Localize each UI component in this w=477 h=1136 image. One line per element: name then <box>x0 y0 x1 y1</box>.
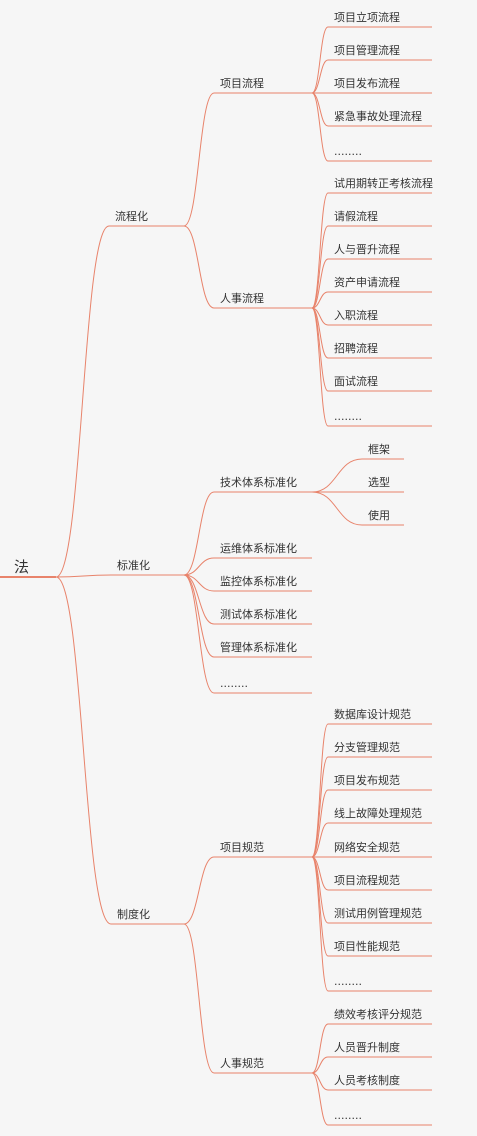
node-0-1-0[interactable]: 试用期转正考核流程 <box>334 177 433 190</box>
node-2-0[interactable]: 项目规范 <box>220 841 264 854</box>
node-0-1-3[interactable]: 资产申请流程 <box>334 276 400 289</box>
node-0-1-4[interactable]: 入职流程 <box>334 309 378 322</box>
edge-2-1-1 <box>311 1056 329 1074</box>
edge-2-0 <box>183 856 215 925</box>
edge-2-1-3 <box>311 1072 329 1126</box>
edge-2 <box>55 576 112 925</box>
edge-1 <box>55 574 112 578</box>
node-1-3[interactable]: 测试体系标准化 <box>220 608 297 621</box>
edge-2-1-0 <box>311 1023 329 1074</box>
node-0-0[interactable]: 项目流程 <box>220 77 264 90</box>
node-0-1-5[interactable]: 招聘流程 <box>334 342 378 355</box>
edge-0-1-3 <box>311 291 329 309</box>
edge-0-1 <box>183 225 215 309</box>
edge-1-4 <box>183 574 215 658</box>
edge-2-0-6 <box>311 856 329 924</box>
node-0-1-6[interactable]: 面试流程 <box>334 375 378 388</box>
root-node[interactable]: 法 <box>14 558 30 576</box>
edge-0-0-0 <box>311 26 329 94</box>
node-2-0-3[interactable]: 线上故障处理规范 <box>334 807 422 820</box>
node-1-1[interactable]: 运维体系标准化 <box>220 542 297 555</box>
node-2-1-2[interactable]: 人员考核制度 <box>334 1074 400 1087</box>
node-2[interactable]: 制度化 <box>117 908 150 921</box>
node-2-0-7[interactable]: 项目性能规范 <box>334 940 400 953</box>
node-1-4[interactable]: 管理体系标准化 <box>220 641 297 654</box>
edge-0-1-2 <box>311 258 329 309</box>
node-0-0-4[interactable]: ........ <box>334 145 362 158</box>
node-2-0-6[interactable]: 测试用例管理规范 <box>334 907 422 920</box>
edge-1-0 <box>183 491 215 576</box>
edge-1-1 <box>183 557 215 576</box>
node-0-0-0[interactable]: 项目立项流程 <box>334 11 400 24</box>
node-0[interactable]: 流程化 <box>115 210 148 223</box>
node-2-1-3[interactable]: ........ <box>334 1109 362 1122</box>
edge-2-0-2 <box>311 789 329 858</box>
node-2-0-2[interactable]: 项目发布规范 <box>334 774 400 787</box>
edge-1-5 <box>183 574 215 694</box>
edge-0-0-1 <box>311 59 329 94</box>
edge-0 <box>55 225 110 578</box>
edge-2-1 <box>183 923 215 1074</box>
node-1-0-1[interactable]: 选型 <box>368 476 390 489</box>
node-0-0-3[interactable]: 紧急事故处理流程 <box>334 110 422 123</box>
node-2-0-8[interactable]: ........ <box>334 975 362 988</box>
node-1-2[interactable]: 监控体系标准化 <box>220 575 297 588</box>
edge-0-0-4 <box>311 92 329 162</box>
node-2-1[interactable]: 人事规范 <box>220 1057 264 1070</box>
node-1-0-0[interactable]: 框架 <box>368 443 390 456</box>
node-0-1-1[interactable]: 请假流程 <box>334 210 378 223</box>
node-0-1[interactable]: 人事流程 <box>220 292 264 305</box>
mindmap-edges <box>0 26 432 1126</box>
edge-2-0-3 <box>311 822 329 858</box>
edge-1-0-0 <box>311 458 363 493</box>
edge-1-0-2 <box>311 491 363 526</box>
node-2-0-1[interactable]: 分支管理规范 <box>334 741 400 754</box>
node-1-0-2[interactable]: 使用 <box>368 509 390 522</box>
node-1-0[interactable]: 技术体系标准化 <box>220 476 297 489</box>
edge-0-1-1 <box>311 225 329 309</box>
edge-2-0-8 <box>311 856 329 992</box>
node-0-0-2[interactable]: 项目发布流程 <box>334 77 400 90</box>
node-2-0-5[interactable]: 项目流程规范 <box>334 874 400 887</box>
edge-0-1-0 <box>311 192 329 309</box>
edge-2-0-0 <box>311 723 329 858</box>
node-2-0-4[interactable]: 网络安全规范 <box>334 841 400 854</box>
node-1[interactable]: 标准化 <box>117 559 150 572</box>
edge-0-0 <box>183 92 215 227</box>
node-2-1-1[interactable]: 人员晋升制度 <box>334 1041 400 1054</box>
node-1-5[interactable]: ........ <box>220 677 248 690</box>
edge-0-0-3 <box>311 92 329 127</box>
edge-0-1-6 <box>311 307 329 392</box>
edge-0-1-7 <box>311 307 329 427</box>
node-2-1-0[interactable]: 绩效考核评分规范 <box>334 1008 422 1021</box>
node-0-1-2[interactable]: 人与晋升流程 <box>334 243 400 256</box>
node-0-1-7[interactable]: ........ <box>334 410 362 423</box>
node-0-0-1[interactable]: 项目管理流程 <box>334 44 400 57</box>
node-2-0-0[interactable]: 数据库设计规范 <box>334 708 411 721</box>
